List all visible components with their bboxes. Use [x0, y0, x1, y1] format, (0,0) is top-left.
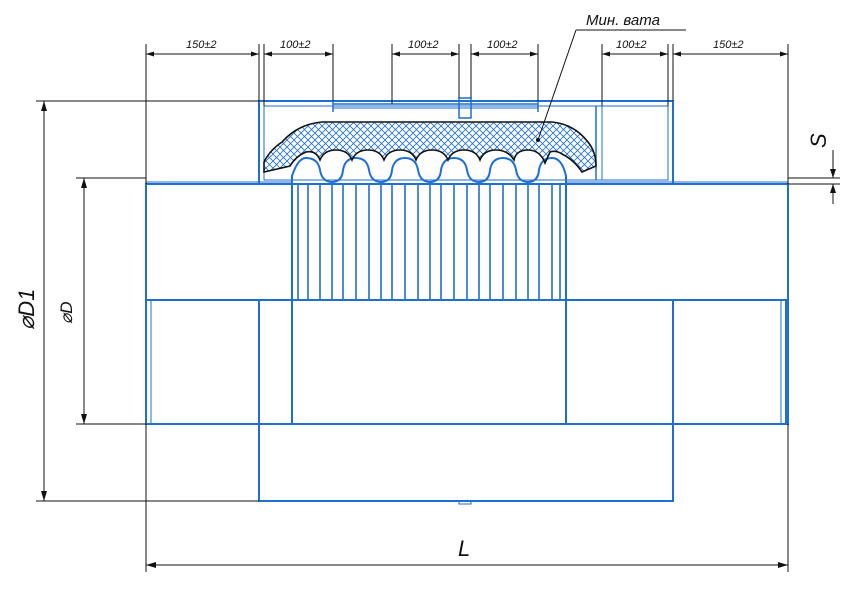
outer-casing-body — [258, 299, 674, 502]
inner-diameter-label: ⌀D — [57, 301, 76, 324]
thickness-label: S — [806, 133, 831, 148]
left-pipe — [145, 183, 293, 425]
dim-left-flange: 100±2 — [280, 39, 311, 51]
dim-right-center: 100±2 — [487, 39, 518, 51]
part-outlines — [145, 97, 789, 505]
material-label: Мин. вата — [586, 12, 660, 29]
dim-left-center: 100±2 — [408, 39, 439, 51]
inner-sleeve — [145, 299, 787, 425]
dimension-labels: 150±2 100±2 100±2 100±2 100±2 150±2 Мин.… — [14, 12, 831, 561]
bellows-profile — [291, 156, 567, 184]
right-pipe — [565, 183, 789, 425]
dim-right-flange: 100±2 — [616, 39, 647, 51]
dim-right-pipe: 150±2 — [713, 39, 744, 51]
dim-left-pipe: 150±2 — [186, 39, 217, 51]
mineral-wool-hatch — [263, 121, 597, 174]
outer-diameter-label: ⌀D1 — [14, 289, 39, 330]
casing-inner-wall — [263, 105, 669, 181]
length-label: L — [458, 536, 470, 561]
dimension-arrows — [41, 51, 836, 568]
bellows-walls — [297, 184, 561, 300]
outer-casing-top — [258, 100, 674, 185]
